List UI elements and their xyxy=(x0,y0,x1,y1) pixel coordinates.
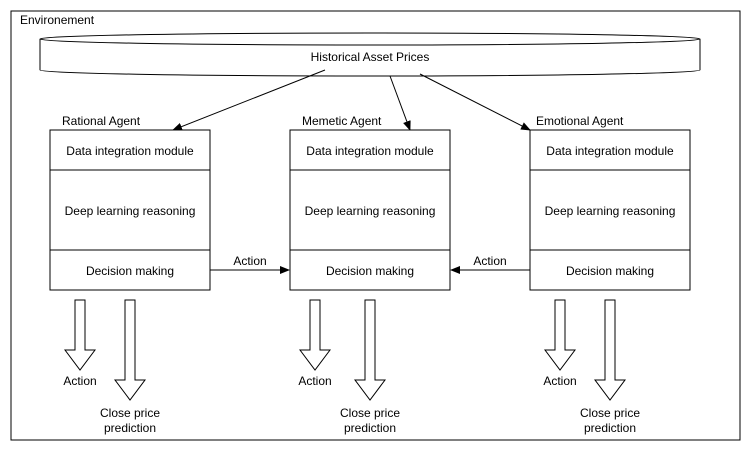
data-integration-module: Data integration module xyxy=(66,144,194,158)
agent-box xyxy=(49,129,211,291)
agent-box xyxy=(289,129,451,291)
prediction-output-arrow xyxy=(354,299,386,401)
action-output-label: Action xyxy=(543,374,576,388)
prediction-output-label: prediction xyxy=(104,421,156,435)
decision-making: Decision making xyxy=(86,264,174,278)
data-arrow-memetic xyxy=(389,75,411,131)
action-output-arrow xyxy=(299,299,331,371)
prediction-output-label: prediction xyxy=(344,421,396,435)
data-arrow-emotional xyxy=(419,73,531,131)
data-integration-module: Data integration module xyxy=(546,144,674,158)
agent-title: Rational Agent xyxy=(62,114,141,128)
action-link-label: Action xyxy=(473,254,506,268)
action-link-label: Action xyxy=(233,254,266,268)
prediction-output-arrow xyxy=(114,299,146,401)
prediction-output-arrow xyxy=(594,299,626,401)
deep-learning-reasoning: Deep learning reasoning xyxy=(545,204,676,218)
data-arrow-rational xyxy=(172,69,326,131)
memetic-agent: Memetic Agent Data integration module De… xyxy=(289,114,451,291)
decision-making: Decision making xyxy=(326,264,414,278)
agent-title: Memetic Agent xyxy=(302,114,382,128)
deep-learning-reasoning: Deep learning reasoning xyxy=(65,204,196,218)
deep-learning-reasoning: Deep learning reasoning xyxy=(305,204,436,218)
action-output-label: Action xyxy=(63,374,96,388)
prediction-output-label: prediction xyxy=(584,421,636,435)
action-output-arrow xyxy=(544,299,576,371)
emotional-agent: Emotional Agent Data integration module … xyxy=(529,114,691,291)
agent-title: Emotional Agent xyxy=(536,114,624,128)
prediction-output-label: Close price xyxy=(100,406,160,420)
environment-label: Environement xyxy=(20,13,95,27)
decision-making: Decision making xyxy=(566,264,654,278)
historical-asset-prices-label: Historical Asset Prices xyxy=(311,50,430,64)
action-output-arrow xyxy=(64,299,96,371)
prediction-output-label: Close price xyxy=(340,406,400,420)
agent-box xyxy=(529,129,691,291)
rational-agent: Rational Agent Data integration module D… xyxy=(49,114,211,291)
action-output-label: Action xyxy=(298,374,331,388)
data-integration-module: Data integration module xyxy=(306,144,434,158)
prediction-output-label: Close price xyxy=(580,406,640,420)
historical-asset-prices-store: Historical Asset Prices xyxy=(39,32,701,78)
